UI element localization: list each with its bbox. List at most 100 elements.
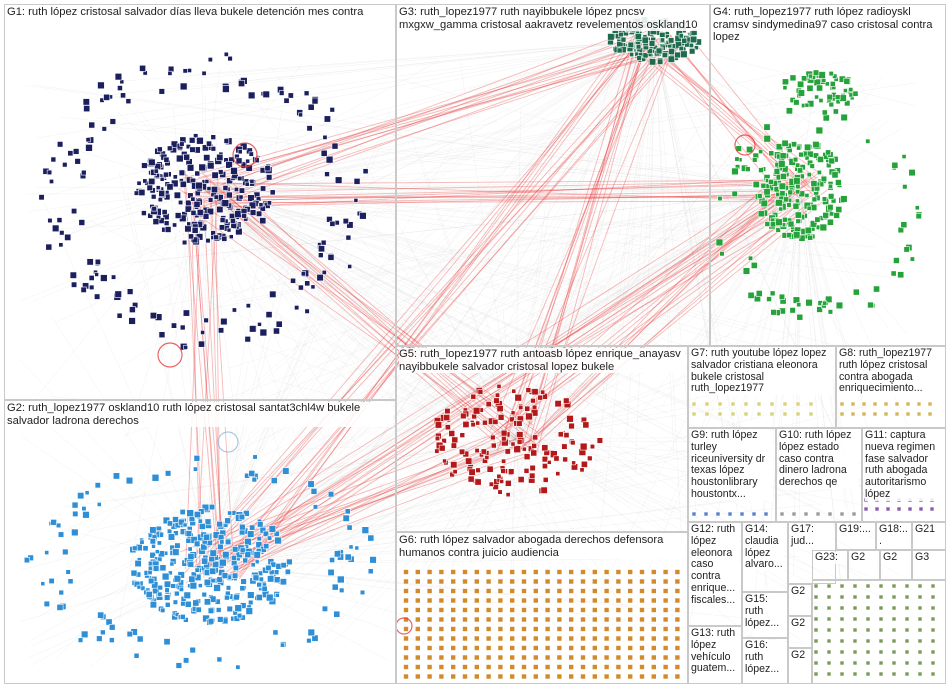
group-box-mosaic (812, 580, 946, 684)
node-g4 (779, 152, 787, 160)
node-g4 (763, 134, 771, 143)
node-g1 (201, 70, 207, 76)
node-g2 (169, 561, 175, 567)
node-g4 (891, 161, 899, 169)
edge (214, 39, 656, 85)
node-g2 (162, 516, 171, 525)
edge (654, 39, 915, 177)
edge (209, 332, 368, 566)
node-g1 (142, 178, 148, 184)
node-g4 (775, 199, 783, 207)
node-g2 (133, 652, 140, 659)
node-g4 (795, 218, 801, 224)
node-g6 (674, 578, 681, 585)
node-g1 (179, 141, 185, 147)
edge (209, 564, 804, 625)
edge (204, 189, 348, 487)
node-g1 (290, 277, 296, 284)
node-g2 (136, 635, 144, 643)
highlight-edge (625, 42, 799, 183)
node-g4 (867, 301, 874, 309)
node-g1 (211, 171, 219, 179)
node-g1 (71, 208, 78, 215)
node-g4 (806, 172, 812, 178)
node-g4 (873, 285, 880, 293)
node-g1 (249, 325, 257, 333)
node-g4 (792, 156, 799, 163)
node-g4 (901, 154, 907, 159)
node-g1 (216, 153, 224, 161)
node-g6 (615, 578, 622, 585)
node-g5 (496, 473, 502, 479)
node-g1 (133, 190, 140, 196)
node-g5 (462, 420, 470, 428)
node-g1 (211, 186, 219, 194)
node-g1 (307, 103, 315, 111)
highlight-edge (198, 30, 649, 209)
node-g4 (779, 190, 786, 197)
highlight-edge (189, 29, 651, 563)
node-g1 (303, 90, 310, 96)
node-g5 (518, 404, 524, 410)
node-g2 (333, 610, 341, 618)
node-g2 (252, 574, 260, 582)
edge (118, 170, 211, 566)
edge (514, 123, 745, 441)
edge (209, 158, 535, 566)
node-g4 (852, 288, 860, 296)
node-g1 (141, 210, 147, 216)
highlight-edge (180, 43, 662, 180)
edge (209, 222, 522, 566)
highlight-edge (230, 46, 681, 552)
node-g4 (827, 204, 834, 211)
node-g2 (130, 569, 138, 577)
node-g1 (158, 331, 166, 339)
node-g3 (668, 37, 675, 44)
highlight-edge (220, 198, 798, 576)
group-box-g14: G14: claudia lópez alvaro... (742, 522, 788, 592)
node-g2 (112, 472, 120, 480)
group-label-g10: G10: ruth lópez lópez estado caso contra… (779, 429, 859, 489)
node-g6 (403, 569, 409, 575)
group-label-gb: G2 (883, 551, 909, 564)
node-g5 (563, 397, 570, 404)
highlight-edge (238, 42, 632, 580)
highlight-edge (199, 49, 671, 204)
node-g4 (816, 306, 823, 313)
node-g4 (747, 291, 755, 299)
node-g6 (497, 569, 504, 575)
node-g5 (530, 397, 536, 404)
edge (50, 189, 801, 606)
node-g5 (450, 442, 457, 449)
edge (209, 115, 393, 566)
node-g2 (221, 572, 229, 579)
node-g6 (532, 588, 539, 594)
group-box-g10: G10: ruth lópez lópez estado caso contra… (776, 428, 862, 522)
node-g5 (561, 443, 568, 450)
edge (209, 146, 524, 566)
edge (99, 39, 656, 236)
group-box-g23: G23: (812, 550, 848, 580)
edge (601, 39, 656, 400)
node-g1 (298, 284, 304, 291)
group-box-ga: G2 (848, 550, 880, 580)
node-g2 (157, 591, 163, 598)
node-g6 (521, 569, 527, 575)
edge (204, 189, 331, 307)
node-g5 (434, 421, 443, 429)
node-g2 (80, 630, 89, 639)
group-label-g13: G13: ruth lópez vehículo guatem... (691, 627, 739, 676)
node-g1 (167, 70, 173, 76)
node-g6 (450, 588, 457, 594)
node-g1 (193, 133, 199, 139)
group-label-g9: G9: ruth lópez turley riceuniversity dr … (691, 429, 773, 501)
node-g4 (824, 81, 830, 87)
group-box-g9: G9: ruth lópez turley riceuniversity dr … (688, 428, 776, 522)
node-g3 (665, 34, 670, 39)
highlight-edge (211, 179, 808, 185)
node-g1 (345, 234, 352, 241)
group-box-gb: G2 (880, 550, 912, 580)
node-g5 (442, 458, 447, 464)
node-g2 (232, 546, 239, 553)
edge (234, 439, 516, 647)
